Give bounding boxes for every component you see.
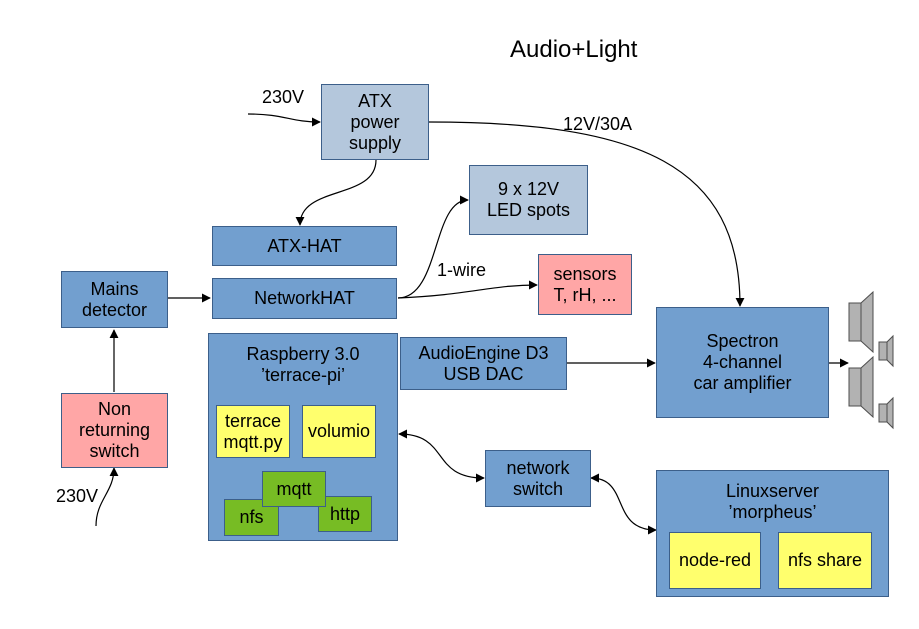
arrow-psu-to-atxhat [295,159,377,226]
atx-power-supply-line-2: power [350,111,400,132]
speaker-icon [886,396,894,430]
arrow-networkhat-to-led [397,195,469,299]
linuxserver-line-2: ’morpheus’ [728,502,817,522]
switch-line-2: returning [78,420,151,440]
mains-detector-node: Mains detector [61,271,168,328]
atx-power-supply-line-1: ATX [358,90,392,111]
speaker-icon [848,367,862,407]
network-hat-node: NetworkHAT [212,278,397,319]
network-switch-line-2: switch [512,478,563,499]
atx-hat-node: ATX-HAT [212,226,397,266]
mains-detector-line-1: Mains [90,278,139,299]
speaker-icon [860,290,874,354]
label-230v-top: 230V [262,87,305,107]
spectron-line-3: car amplifier [693,373,792,393]
terrace-mqtt-line-2: mqtt.py [223,431,283,452]
led-spots-node: 9 x 12V LED spots [469,165,588,235]
audioengine-line-2: USB DAC [443,363,524,384]
switch-line-1: Non [97,399,132,419]
label-230v-bottom: 230V [56,486,99,506]
arrow-raspberry-switch [398,429,485,483]
network-switch-node: network switch [485,450,591,507]
nfs-share-node: nfs share [778,532,872,589]
label-12v-30a: 12V/30A [563,114,633,134]
node-red-label: node-red [678,550,752,570]
http-label: http [329,503,361,524]
linuxserver-line-1: Linuxserver [725,481,820,501]
speaker-icon [860,355,874,419]
mains-detector-line-2: detector [81,299,148,320]
led-spots-line-1: 9 x 12V [497,179,560,199]
non-returning-switch-node: Non returning switch [61,393,168,468]
arrow-networkhat-to-sensors [397,280,538,299]
audioengine-dac-node: AudioEngine D3 USB DAC [400,337,567,390]
spectron-line-1: Spectron [706,331,779,351]
mqtt-node: mqtt [262,471,326,507]
arrow-230v-to-psu [247,113,321,127]
spectron-line-2: 4-channel [702,352,783,372]
volumio-label: volumio [307,421,371,441]
sensors-line-2: T, rH, ... [553,284,617,305]
nfs-label: nfs [239,507,264,527]
speakers [848,290,894,430]
arrow-switch-linuxserver [590,473,657,535]
raspberry-line-1: Raspberry 3.0 [246,344,360,364]
speaker-icon [878,403,888,423]
spectron-amplifier-node: Spectron 4-channel car amplifier [656,307,829,418]
atx-hat-label: ATX-HAT [267,235,342,256]
terrace-mqtt-line-1: terrace [224,410,282,431]
speaker-icon [886,334,894,368]
mqtt-label: mqtt [276,478,312,499]
network-switch-line-1: network [506,457,570,478]
http-node: http [318,496,372,532]
arrow-psu-to-spectron [428,121,745,307]
terrace-mqtt-node: terrace mqtt.py [216,405,290,458]
node-red-node: node-red [669,532,761,589]
diagram-title: Audio+Light [510,36,638,63]
switch-line-3: switch [89,441,140,461]
nfs-node: nfs [224,499,279,536]
speaker-icon [848,302,862,342]
label-1-wire: 1-wire [437,260,487,280]
sensors-node: sensors T, rH, ... [538,254,632,315]
arrow-230v-to-switch [95,467,119,527]
sensors-line-1: sensors [553,263,617,284]
atx-power-supply-node: ATX power supply [321,84,429,160]
nfs-share-label: nfs share [787,550,863,570]
atx-power-supply-line-3: supply [348,132,402,153]
audioengine-line-1: AudioEngine D3 [418,342,549,363]
led-spots-line-2: LED spots [486,200,571,220]
raspberry-line-2: ’terrace-pi’ [260,365,346,385]
network-hat-label: NetworkHAT [254,288,355,308]
speaker-icon [878,341,888,361]
volumio-node: volumio [302,405,376,458]
